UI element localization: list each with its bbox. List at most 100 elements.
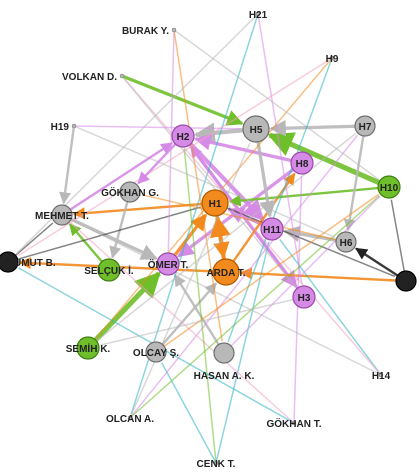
- node-circle[interactable]: [335, 231, 357, 253]
- node-cenk[interactable]: CENK T.: [197, 459, 236, 470]
- edge-h5-h11: [254, 128, 276, 218]
- node-label: H21: [249, 10, 268, 21]
- edge-h8-h2: [194, 134, 303, 165]
- node-hasan[interactable]: HASAN A. K.: [194, 342, 255, 382]
- node-label: H6: [340, 238, 353, 249]
- edge-h19-mehmet: [59, 125, 76, 205]
- node-label: OLCAN A.: [106, 414, 154, 425]
- edge-h7-h6: [343, 125, 367, 232]
- edge-gokhang-selcuk: [109, 191, 132, 259]
- node-h19[interactable]: H19: [51, 122, 77, 133]
- node-circle[interactable]: [378, 372, 384, 378]
- node-label: ARDA T.: [206, 268, 245, 279]
- node-circle[interactable]: [212, 258, 240, 286]
- node-h4[interactable]: H4: [395, 270, 417, 292]
- edge-h3-semih: [100, 296, 305, 346]
- node-circle[interactable]: [171, 124, 195, 148]
- node-h1[interactable]: H1: [201, 189, 229, 217]
- node-circle[interactable]: [291, 420, 297, 426]
- node-h8[interactable]: H8: [290, 151, 314, 175]
- edge-burak-omer: [167, 29, 175, 252]
- edge-hasan-h10: [223, 195, 381, 354]
- edge-h14-volkan: [124, 78, 382, 376]
- node-circle[interactable]: [119, 73, 125, 79]
- node-label: H2: [177, 132, 190, 143]
- node-label: H9: [326, 54, 339, 65]
- node-label: MEHMET T.: [35, 211, 89, 222]
- edge-volkan-h3: [121, 75, 297, 288]
- edge-hasan-omer: [173, 273, 226, 354]
- node-circle[interactable]: [377, 175, 401, 199]
- node-circle[interactable]: [171, 27, 177, 33]
- node-circle[interactable]: [51, 204, 73, 226]
- edge-h9-umut: [17, 57, 333, 257]
- node-circle[interactable]: [145, 341, 167, 363]
- node-h10[interactable]: H10: [377, 175, 401, 199]
- node-label: SEMİH K.: [66, 342, 111, 355]
- edge-semih-omer: [86, 271, 161, 350]
- node-circle[interactable]: [292, 285, 316, 309]
- node-gokhang[interactable]: GÖKHAN G.: [101, 181, 159, 203]
- node-label: H7: [359, 122, 372, 133]
- node-label: H10: [380, 183, 399, 194]
- node-h6[interactable]: H6: [335, 231, 357, 253]
- node-h7[interactable]: H7: [354, 115, 376, 137]
- node-label: BURAK Y.: [122, 26, 169, 37]
- node-circle[interactable]: [395, 270, 417, 292]
- node-olcan[interactable]: OLCAN A.: [106, 414, 154, 425]
- node-circle[interactable]: [329, 55, 335, 61]
- node-label: H5: [250, 125, 263, 136]
- node-circle[interactable]: [71, 123, 77, 129]
- edge-arda-umut: [18, 257, 227, 274]
- node-circle[interactable]: [156, 252, 180, 276]
- edge-volkan-h5: [121, 74, 244, 126]
- node-gokhant[interactable]: GÖKHAN T.: [267, 417, 322, 430]
- node-arda[interactable]: ARDA T.: [206, 258, 246, 286]
- node-label: H8: [296, 159, 309, 170]
- edge-h14-mehmet: [72, 219, 382, 376]
- node-circle[interactable]: [97, 258, 121, 282]
- node-label: H3: [298, 293, 311, 304]
- node-label: H19: [51, 122, 70, 133]
- node-h14[interactable]: H14: [372, 371, 391, 382]
- node-h21[interactable]: H21: [249, 10, 268, 21]
- node-circle[interactable]: [201, 189, 229, 217]
- node-h5[interactable]: H5: [242, 115, 270, 143]
- node-circle[interactable]: [213, 460, 219, 466]
- node-circle[interactable]: [255, 11, 261, 17]
- node-omer[interactable]: ÖMER T.: [148, 252, 189, 276]
- node-h2[interactable]: H2: [171, 124, 195, 148]
- node-label: UMUT B.: [14, 258, 56, 269]
- edge-h4-h10: [390, 199, 407, 282]
- node-circle[interactable]: [354, 115, 376, 137]
- node-label: H1: [209, 199, 222, 210]
- edge-olcan-h7: [129, 134, 359, 419]
- node-circle[interactable]: [260, 217, 284, 241]
- node-label: CENK T.: [197, 459, 236, 470]
- node-mehmet[interactable]: MEHMET T.: [35, 204, 89, 226]
- node-circle[interactable]: [119, 181, 141, 203]
- node-circle[interactable]: [76, 336, 100, 360]
- node-umut[interactable]: UMUT B.: [0, 251, 56, 273]
- edge-h7-h5: [269, 119, 366, 137]
- node-circle[interactable]: [242, 115, 270, 143]
- edge-h14-h11: [279, 238, 382, 376]
- node-burak[interactable]: BURAK Y.: [122, 26, 177, 37]
- node-selcuk[interactable]: SELÇUK İ.: [84, 258, 134, 282]
- node-circle[interactable]: [290, 151, 314, 175]
- edge-h19-h5: [73, 125, 242, 130]
- node-label: ÖMER T.: [148, 258, 189, 271]
- node-circle[interactable]: [213, 342, 235, 364]
- node-volkan[interactable]: VOLKAN D.: [62, 72, 125, 83]
- node-olcays[interactable]: OLCAY Ş.: [133, 341, 179, 363]
- node-circle[interactable]: [127, 415, 133, 421]
- node-semih[interactable]: SEMİH K.: [66, 336, 111, 360]
- node-circle[interactable]: [0, 251, 19, 273]
- node-label: H4: [400, 277, 413, 288]
- node-label: OLCAY Ş.: [133, 348, 179, 359]
- node-h9[interactable]: H9: [326, 54, 339, 65]
- node-h11[interactable]: H11: [260, 217, 284, 241]
- node-h3[interactable]: H3: [292, 285, 316, 309]
